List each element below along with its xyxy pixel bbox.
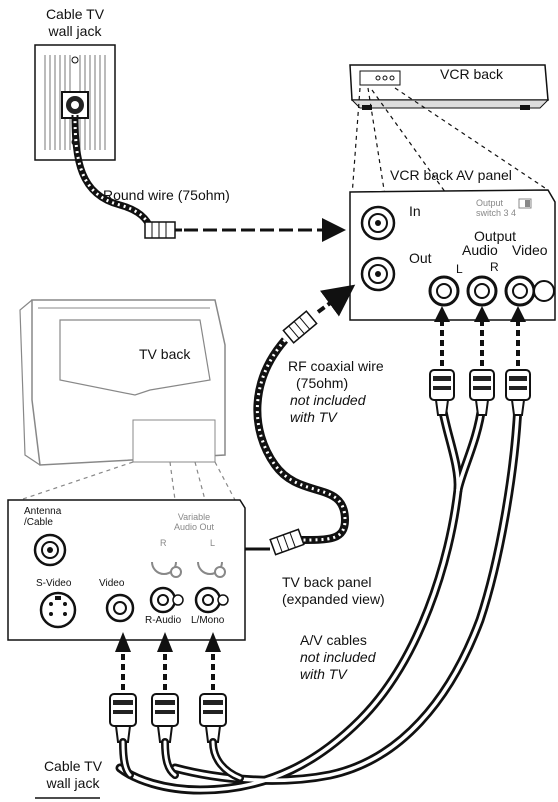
vcr-output-label: Output [474, 228, 517, 244]
tv-variable-line2: Audio Out [173, 522, 215, 532]
wall-jack-top-label: Cable TV wall jack [30, 6, 120, 40]
tv-back-label: TV back [139, 346, 191, 362]
tv-svideo-label: S-Video [36, 578, 72, 589]
tv-variable-audio-label: Variable Audio Out [148, 512, 240, 532]
rf-wire-line3: not included [290, 392, 366, 408]
vcr-av-panel [349, 189, 556, 321]
rf-wire-line1: RF coaxial wire [288, 358, 384, 374]
tv-antenna-label: Antenna /Cable [24, 506, 61, 528]
av-cables-line3: with TV [300, 666, 347, 682]
av-cables-tv-plugs [109, 632, 244, 782]
tv-antenna-line1: Antenna [24, 506, 62, 517]
vcr-switch-line1: Output [476, 198, 504, 208]
wall-jack-bottom-label: Cable TV wall jack [28, 758, 118, 792]
rf-to-vcr-arrow [316, 284, 356, 317]
vcr-video-label: Video [512, 242, 548, 258]
rf-coaxial-wire [253, 310, 350, 556]
vcr-av-panel-label: VCR back AV panel [390, 167, 512, 183]
tv-r-label: R [160, 538, 167, 548]
av-cables-line1: A/V cables [300, 632, 367, 648]
vcr-box [349, 64, 550, 110]
vcr-switch-label: Output switch 3 4 [476, 198, 516, 218]
tv-back-panel [7, 499, 246, 641]
round-wire-cable [71, 114, 182, 239]
rf-wire-label: RF coaxial wire (75ohm) not included wit… [288, 358, 384, 426]
vcr-r-label: R [490, 260, 499, 274]
av-cables-label: A/V cables not included with TV [300, 632, 376, 683]
vcr-in-label: In [409, 203, 421, 219]
vcr-out-label: Out [409, 250, 432, 266]
rf-wire-line4: with TV [290, 409, 337, 425]
tv-back-panel-line1: TV back panel [282, 574, 372, 590]
wall-jack-bottom-line1: Cable TV [43, 758, 103, 774]
tv-back-panel-line2: (expanded view) [282, 591, 385, 607]
vcr-switch-line2: switch 3 4 [476, 208, 517, 218]
vcr-audio-label: Audio [462, 242, 498, 258]
tv-raudio-label: R-Audio [145, 615, 182, 626]
wall-jack-bottom-line2: wall jack [46, 775, 100, 791]
wall-jack-top-line2: wall jack [48, 23, 102, 39]
tv-l-label: L [210, 538, 216, 548]
tv-antenna-line2: /Cable [24, 517, 53, 528]
tv-lmono-label: L/Mono [191, 615, 225, 626]
vcr-l-label: L [456, 262, 463, 276]
vcr-back-label: VCR back [440, 66, 504, 82]
round-wire-label: Round wire (75ohm) [103, 187, 230, 203]
av-cables-vcr [115, 306, 531, 795]
av-cables-line2: not included [300, 649, 376, 665]
tv-variable-line1: Variable [177, 512, 211, 522]
tv-back-panel-label: TV back panel (expanded view) [282, 574, 385, 608]
tv-set [19, 299, 236, 501]
wall-jack-top-line1: Cable TV [45, 6, 105, 22]
wall-jack-plate-top [34, 44, 116, 161]
rf-wire-line2: (75ohm) [296, 375, 349, 391]
tv-video-label: Video [99, 578, 125, 589]
vcr-callout-lines [351, 87, 549, 197]
